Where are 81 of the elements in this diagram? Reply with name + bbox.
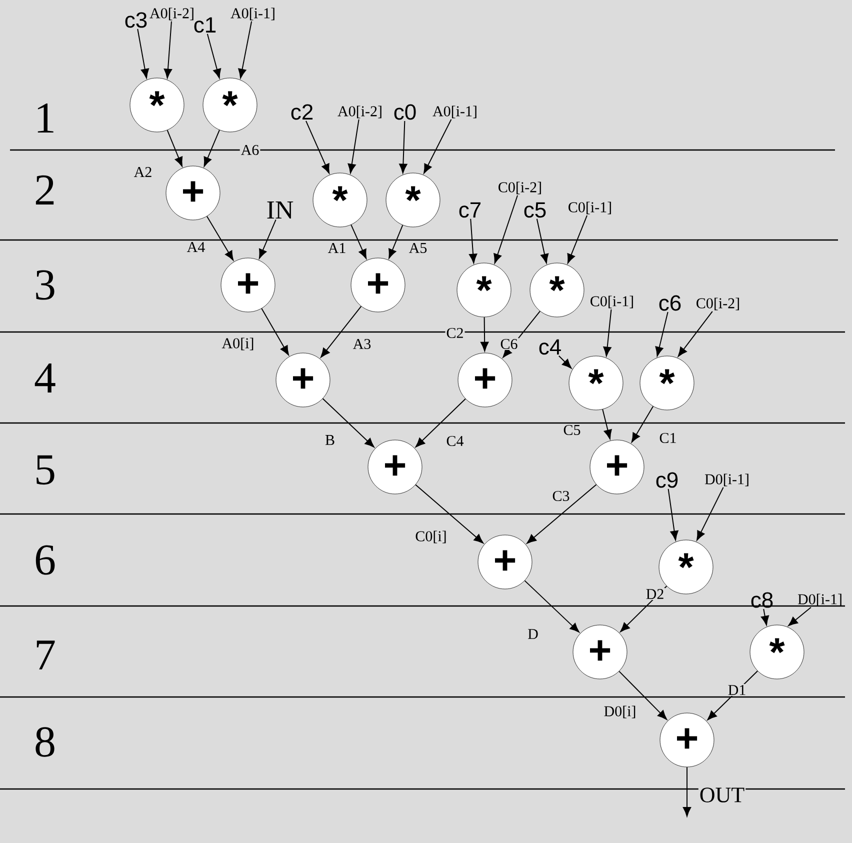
- arrow: [678, 310, 713, 357]
- input-label: A0[i-2]: [338, 106, 382, 118]
- arrow: [494, 194, 518, 264]
- edge-label: B: [324, 434, 336, 446]
- arrow: [655, 311, 668, 356]
- arrow: [350, 224, 367, 259]
- input-label: A0[i-1]: [230, 8, 274, 20]
- arrow: [760, 608, 769, 626]
- edge-label: A1: [326, 242, 348, 254]
- row-number: 2: [36, 175, 54, 205]
- row-number: 8: [36, 727, 54, 757]
- edge-label: D0[i]: [602, 704, 638, 720]
- arrow: [258, 219, 276, 259]
- arrow: [526, 484, 597, 544]
- coefficient-label: c2: [291, 104, 313, 120]
- arrow: [696, 486, 724, 541]
- edge-label: A2: [132, 166, 154, 178]
- edge-label: C0[i]: [414, 530, 448, 544]
- arrow: [206, 33, 222, 78]
- arrow: [166, 130, 183, 167]
- arrow: [305, 120, 330, 174]
- coefficient-label: c7: [459, 202, 481, 218]
- row-number: 5: [36, 455, 54, 485]
- arrow: [558, 355, 572, 369]
- input-label: D0[i-1]: [704, 474, 748, 486]
- coefficient-label: c9: [656, 472, 678, 488]
- row-number: 6: [36, 545, 55, 575]
- arrow: [137, 28, 149, 78]
- row-number: 3: [36, 270, 54, 300]
- arrow: [682, 766, 692, 817]
- arrow: [320, 306, 362, 358]
- arrow: [620, 586, 668, 632]
- input-label: A0[i-2]: [150, 8, 194, 20]
- arrow: [603, 308, 612, 356]
- input-label: D0[i-1]: [798, 594, 842, 606]
- input-label: IN: [267, 201, 294, 218]
- arrow: [204, 130, 220, 167]
- edge-label: A4: [186, 241, 206, 253]
- arrow: [536, 218, 549, 264]
- arrow: [524, 580, 580, 632]
- input-label: A0[i-1]: [432, 106, 476, 118]
- input-label: C0[i-2]: [696, 298, 739, 310]
- input-label: C0[i-1]: [590, 296, 633, 308]
- coefficient-label: c4: [539, 339, 561, 355]
- arrow: [469, 218, 478, 264]
- arrow: [502, 310, 541, 358]
- edge-label: OUT: [698, 786, 746, 804]
- arrow: [480, 316, 489, 352]
- edge-label: D: [526, 628, 540, 640]
- arrow: [388, 224, 404, 259]
- row-number: 4: [34, 364, 56, 392]
- arrow: [261, 308, 289, 356]
- arrow: [668, 488, 678, 540]
- arrow: [707, 670, 758, 720]
- arrow: [206, 216, 234, 260]
- arrow: [424, 118, 452, 174]
- arrow: [415, 398, 466, 448]
- arrow: [322, 398, 374, 448]
- arrow: [399, 120, 408, 174]
- arrow: [567, 214, 588, 264]
- arrow: [348, 118, 360, 174]
- arrow: [238, 20, 252, 78]
- arrow: [164, 20, 172, 78]
- edge-label: A0[i]: [220, 336, 256, 352]
- input-label: C0[i-2]: [498, 182, 541, 194]
- row-number: 7: [36, 640, 55, 670]
- coefficient-label: c3: [125, 12, 147, 28]
- coefficient-label: c5: [524, 202, 546, 218]
- row-number: 1: [38, 103, 54, 132]
- edge-label: D1: [726, 684, 748, 696]
- arrow: [415, 484, 484, 544]
- coefficient-label: c1: [194, 17, 216, 33]
- arrow: [631, 406, 654, 442]
- edge-label: D2: [644, 588, 666, 600]
- edge-label: C5: [562, 424, 582, 436]
- arrow: [788, 606, 812, 626]
- input-label: C0[i-1]: [568, 202, 611, 214]
- arrow: [602, 408, 612, 440]
- coefficient-label: c6: [659, 295, 681, 311]
- coefficient-label: c0: [394, 104, 416, 120]
- arrow: [618, 670, 668, 720]
